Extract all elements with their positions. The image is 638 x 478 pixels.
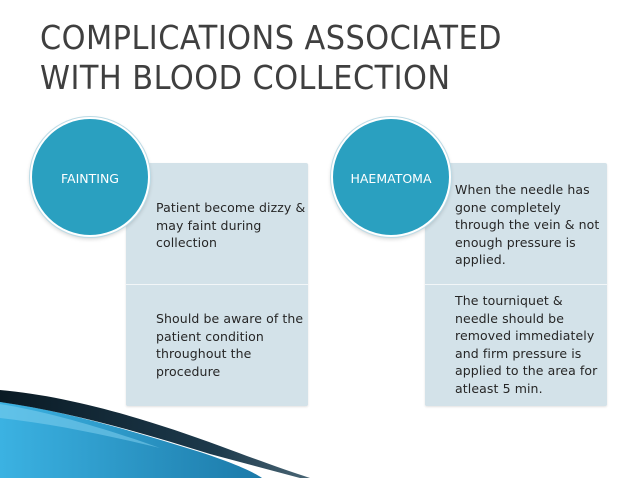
fainting-point-1: Patient become dizzy & may faint during … <box>156 200 306 250</box>
card-divider <box>425 284 607 285</box>
haematoma-card <box>425 163 607 406</box>
card-divider <box>126 284 308 285</box>
slide-title: COMPLICATIONS ASSOCIATED WITH BLOOD COLL… <box>40 18 574 98</box>
fainting-heading: FAINTING <box>61 171 119 186</box>
haematoma-point-2: The tourniquet & needle should be remove… <box>455 293 598 396</box>
title-line-1: COMPLICATIONS ASSOCIATED <box>40 18 503 57</box>
haematoma-heading: HAEMATOMA <box>350 171 432 186</box>
haematoma-circle: HAEMATOMA <box>331 117 451 237</box>
title-line-2: WITH BLOOD COLLECTION <box>40 58 451 97</box>
fainting-card <box>126 163 308 406</box>
fainting-point-2: Should be aware of the patient condition… <box>156 311 304 379</box>
haematoma-point-1: When the needle has gone completely thro… <box>455 182 600 267</box>
fainting-circle: FAINTING <box>30 117 150 237</box>
